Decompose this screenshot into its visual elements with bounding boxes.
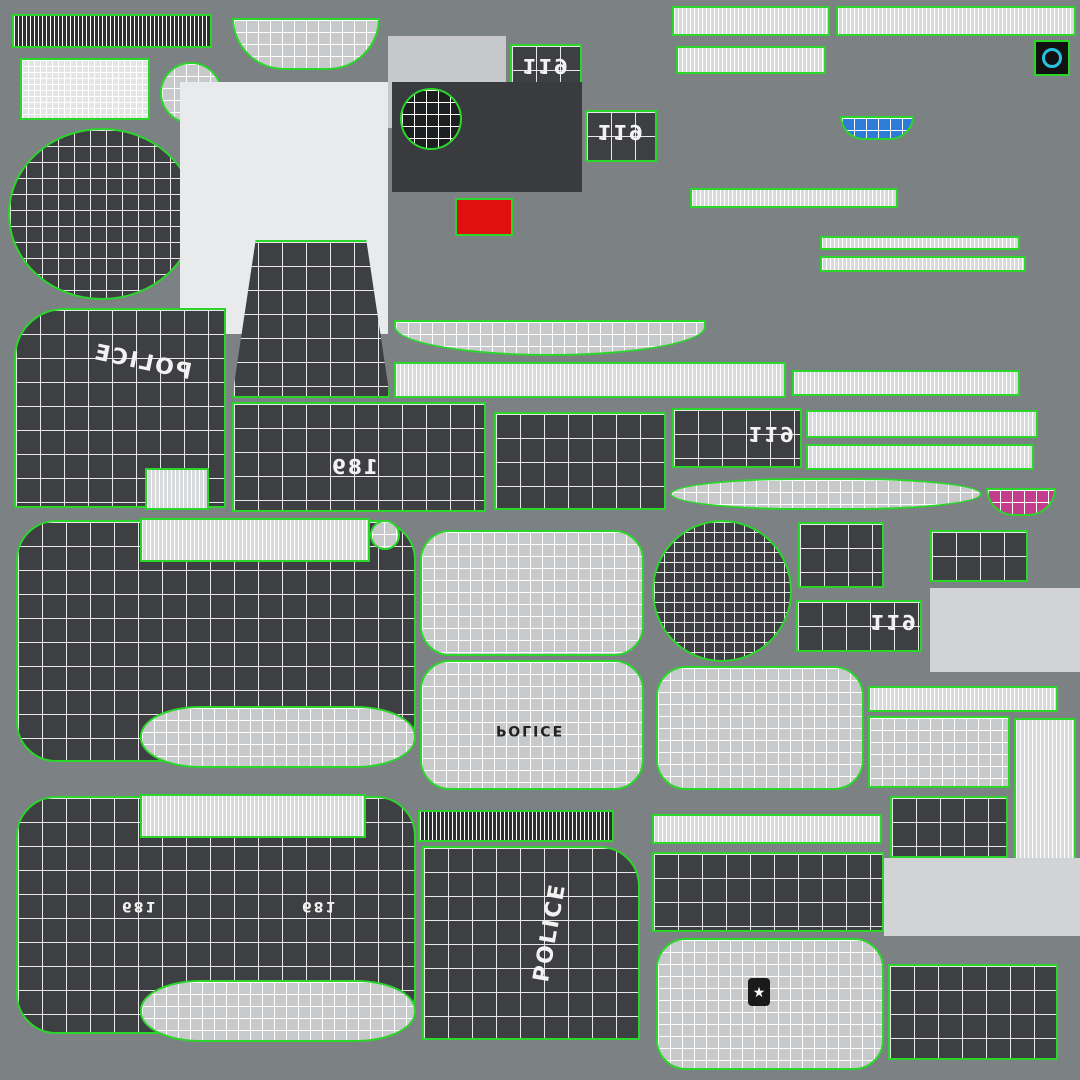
uv-pocket-left bbox=[494, 412, 666, 510]
uv-strip-bc-1 bbox=[652, 814, 882, 844]
unit-number-681-a: 681 bbox=[122, 898, 158, 914]
unit-number-119-d: 119 bbox=[870, 610, 918, 634]
police-text-chest: POLICE bbox=[496, 722, 565, 738]
uv-pocket-119 bbox=[672, 408, 802, 468]
uv-cuff-lower bbox=[140, 980, 416, 1042]
uv-hood-top bbox=[420, 530, 644, 656]
uv-strip-left-1 bbox=[140, 518, 370, 562]
uv-hood-right bbox=[656, 666, 864, 790]
uv-strip-mr-2 bbox=[820, 236, 1020, 250]
unit-number-119-c: 119 bbox=[748, 422, 796, 446]
unit-number-189: 189 bbox=[330, 455, 378, 479]
uv-arc-top bbox=[232, 18, 380, 70]
uv-small-ring bbox=[370, 520, 400, 550]
uv-strip-right-1 bbox=[868, 686, 1058, 712]
uv-long-strip bbox=[394, 362, 786, 398]
uv-small-dark-a bbox=[798, 522, 884, 588]
uv-magenta-arc bbox=[986, 488, 1056, 516]
uv-pocket-bottom bbox=[888, 964, 1058, 1060]
uv-strip-mr-4 bbox=[792, 370, 1020, 396]
uv-strip-top-left bbox=[12, 14, 212, 48]
uv-collar-piece bbox=[20, 58, 150, 120]
uv-strip-tr-2 bbox=[836, 6, 1076, 36]
cyan-logo bbox=[1034, 40, 1070, 76]
uv-panel-bc bbox=[652, 852, 884, 932]
uv-globe bbox=[652, 520, 792, 662]
uv-small-dark-c bbox=[890, 796, 1008, 858]
uv-parts-sheet-2 bbox=[884, 858, 1080, 936]
uv-back-police bbox=[422, 846, 640, 1040]
uv-pocket-119-d bbox=[796, 600, 922, 652]
uv-small-dark-b bbox=[930, 530, 1028, 582]
uv-strip-mr-1 bbox=[690, 188, 898, 208]
uv-strip-right-v bbox=[1014, 718, 1076, 866]
uv-strip-tr-1 bbox=[672, 6, 830, 36]
uv-curve-strip bbox=[394, 320, 706, 356]
uv-large-disc bbox=[8, 128, 196, 300]
red-patch bbox=[455, 198, 513, 236]
uv-hood-bottom bbox=[656, 938, 884, 1070]
uv-strip-mr-6 bbox=[806, 444, 1034, 470]
uv-torso-lower bbox=[232, 402, 486, 512]
uv-strip-mr-3 bbox=[820, 256, 1026, 272]
uv-hood-police bbox=[420, 660, 644, 790]
unit-number-119-a: 119 bbox=[522, 54, 570, 78]
uv-badge-119-b bbox=[585, 110, 657, 162]
uv-blue-arc bbox=[840, 116, 914, 140]
uv-cuff-upper bbox=[140, 706, 416, 768]
uv-belt-strip bbox=[418, 810, 614, 842]
uv-torso-front bbox=[232, 240, 390, 398]
uv-small-block bbox=[145, 468, 209, 510]
uv-curve-strip-2 bbox=[670, 478, 982, 510]
uv-pocket-light bbox=[868, 716, 1010, 788]
logo-ring-icon bbox=[1042, 48, 1062, 68]
unit-number-119-b: 119 bbox=[597, 120, 645, 144]
uv-strip-left-2 bbox=[140, 794, 366, 838]
uv-right-sheet bbox=[930, 588, 1080, 672]
uv-mesh-disc bbox=[400, 88, 462, 150]
uv-strip-mr-5 bbox=[806, 410, 1038, 438]
unit-number-681-b: 681 bbox=[302, 898, 338, 914]
star-badge-icon: ★ bbox=[748, 978, 770, 1006]
uv-strip-tr-3 bbox=[676, 46, 826, 74]
